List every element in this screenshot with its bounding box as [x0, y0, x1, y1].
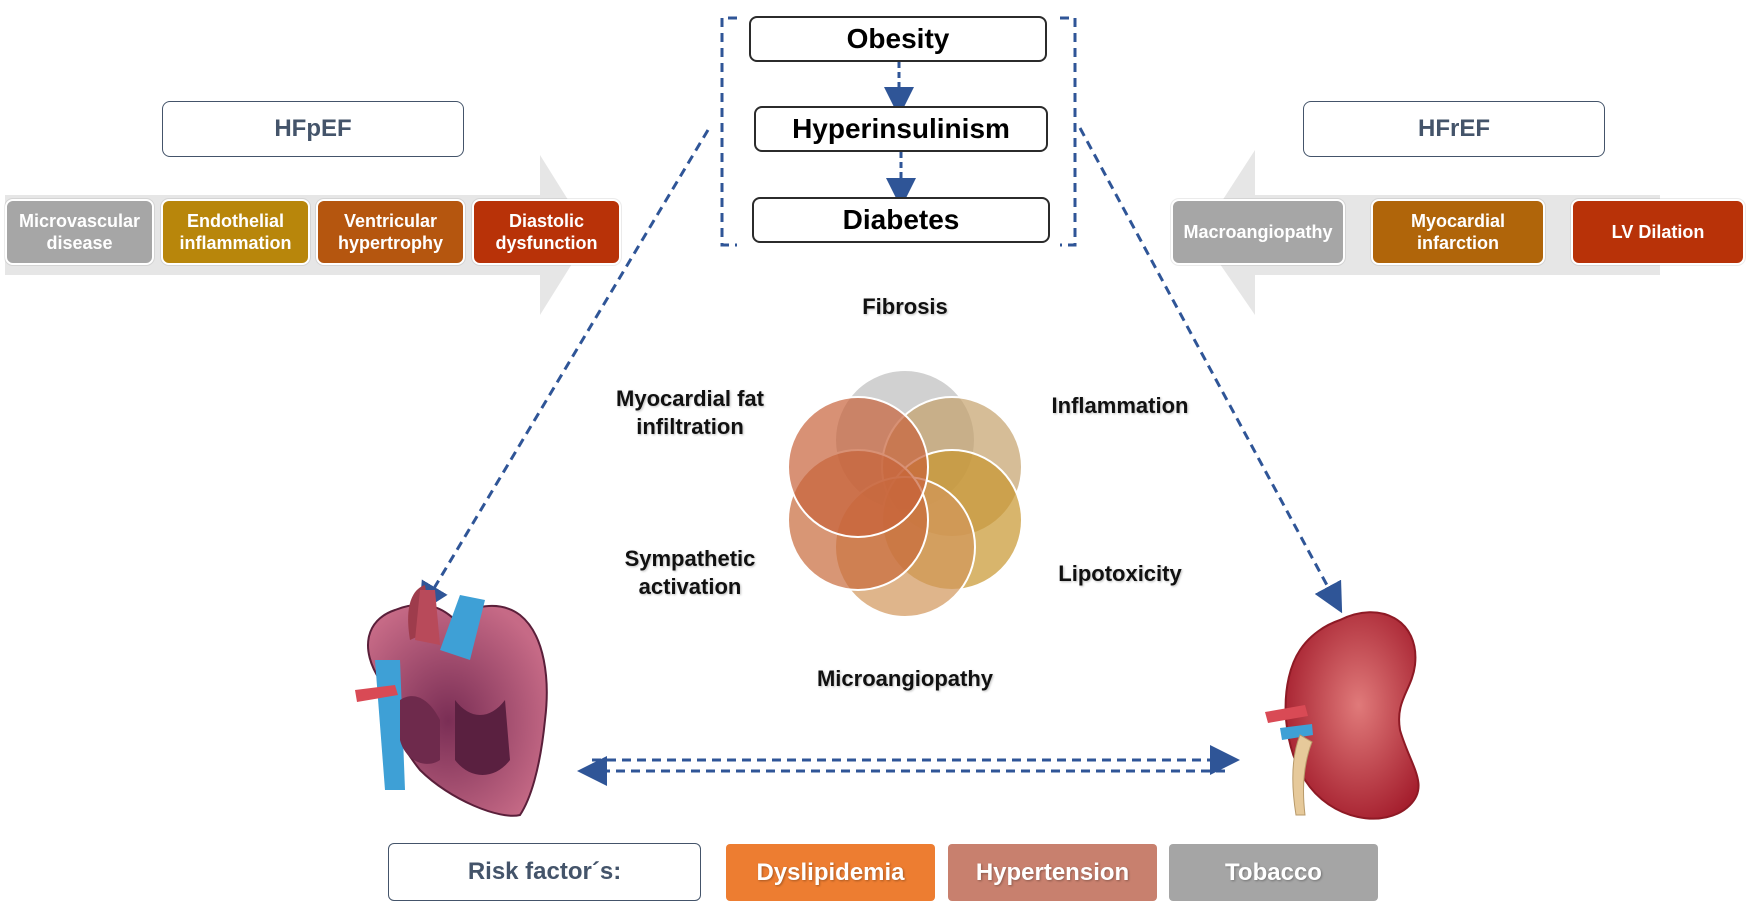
- obesity-label: Obesity: [846, 23, 950, 54]
- chip-myocardial-infarction: Myocardial infarction: [1371, 199, 1545, 265]
- hfref-title: HFrEF: [1303, 101, 1605, 157]
- hfpef-title-text: HFpEF: [274, 115, 352, 142]
- circle-myocardial-fat: [787, 396, 929, 538]
- risk-factors-label-box: Risk factor´s:: [388, 843, 701, 901]
- chip-ventricular-hypertrophy: Ventricular hypertrophy: [316, 199, 465, 265]
- chip-lv-dilation: LV Dilation: [1571, 199, 1745, 265]
- risk-label: Hypertension: [975, 858, 1130, 886]
- chip-diastolic-dysfunction: Diastolic dysfunction: [472, 199, 621, 265]
- chip-label: Ventricular hypertrophy: [337, 211, 443, 253]
- chip-label: Myocardial infarction: [1410, 211, 1506, 253]
- label-lipotoxicity: Lipotoxicity: [1058, 561, 1182, 586]
- risk-hypertension: Hypertension: [948, 844, 1157, 901]
- diabetes-box: Diabetes: [752, 197, 1050, 243]
- hfref-title-text: HFrEF: [1418, 115, 1490, 142]
- risk-dyslipidemia: Dyslipidemia: [726, 844, 935, 901]
- chip-label: LV Dilation: [1611, 222, 1705, 242]
- chip-label: Endothelial inflammation: [179, 211, 292, 253]
- risk-label: Dyslipidemia: [756, 858, 905, 886]
- chip-label: Macroangiopathy: [1183, 222, 1333, 242]
- hyperinsulinism-label: Hyperinsulinism: [792, 113, 1010, 144]
- cascade-bracket-left: [720, 16, 737, 247]
- chip-microvascular-disease: Microvascular disease: [5, 199, 154, 265]
- label-microangiopathy: Microangiopathy: [816, 666, 993, 691]
- diabetes-label: Diabetes: [842, 204, 960, 235]
- mechanism-circles: [787, 369, 1023, 618]
- hyperinsulinism-box: Hyperinsulinism: [754, 106, 1048, 152]
- risk-tobacco: Tobacco: [1169, 844, 1378, 901]
- label-fibrosis: Fibrosis: [862, 294, 948, 319]
- chip-label: Microvascular disease: [18, 211, 141, 253]
- chip-label: Diastolic dysfunction: [495, 211, 598, 253]
- chip-macroangiopathy: Macroangiopathy: [1171, 199, 1345, 265]
- heart-illustration: [355, 585, 548, 817]
- label-myocardial-fat-infiltration: Myocardial fat infiltration: [616, 386, 764, 439]
- label-inflammation: Inflammation: [1051, 393, 1189, 418]
- label-sympathetic-activation: Sympathetic activation: [624, 546, 756, 599]
- obesity-box: Obesity: [749, 16, 1047, 62]
- chip-endothelial-inflammation: Endothelial inflammation: [161, 199, 310, 265]
- arrow-to-heart: [419, 129, 710, 613]
- risk-label: Tobacco: [1225, 858, 1322, 886]
- cascade-bracket-right: [1060, 16, 1077, 247]
- kidney-illustration: [1265, 611, 1420, 820]
- risk-factors-label: Risk factor´s:: [467, 858, 622, 885]
- hfpef-title: HFpEF: [162, 101, 464, 157]
